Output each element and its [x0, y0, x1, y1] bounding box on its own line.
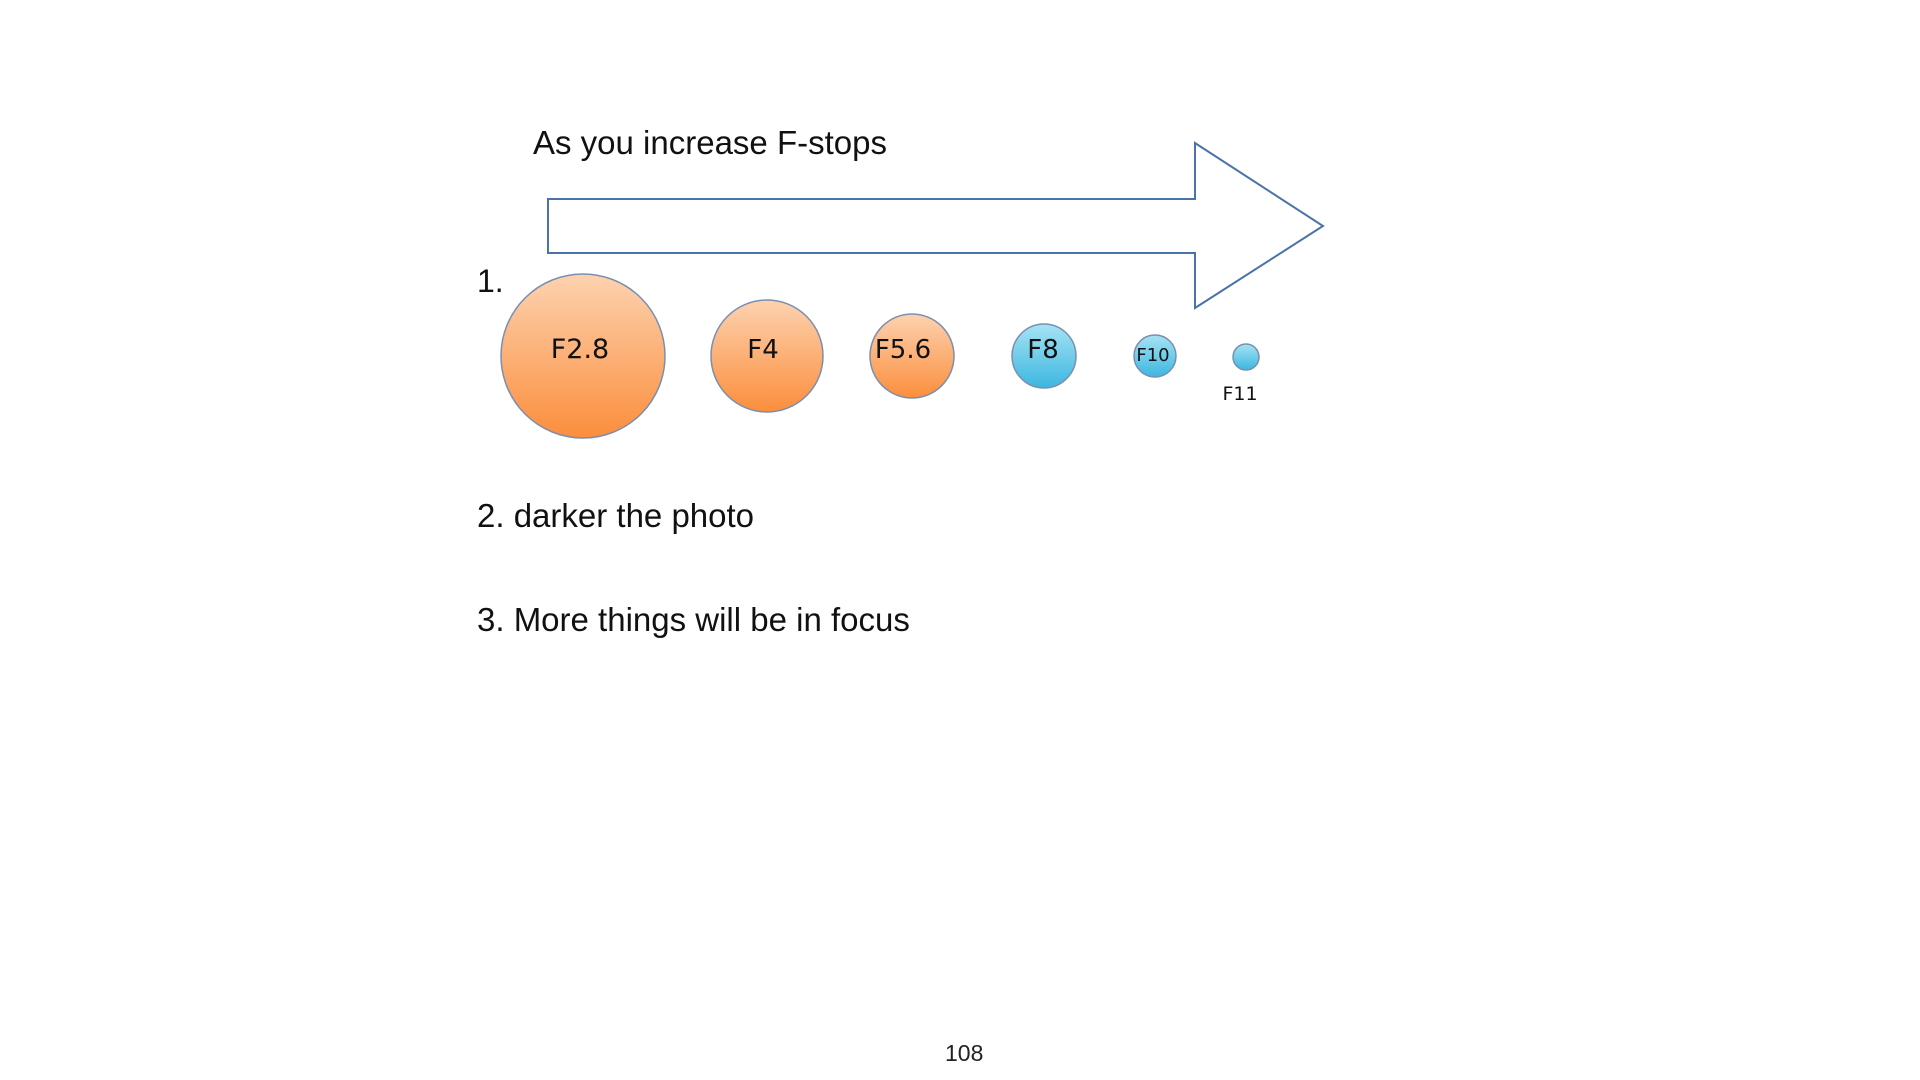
aperture-label: F10 — [1136, 345, 1169, 366]
list-item-2: 2. darker the photo — [477, 497, 755, 534]
aperture-circle-f11: F11 — [1222, 343, 1260, 405]
aperture-circle-f4: F4 — [710, 299, 824, 413]
aperture-circle-f5-6: F5.6 — [869, 313, 955, 399]
list-item-number-1: 1. — [477, 263, 504, 299]
aperture-label: F5.6 — [875, 335, 931, 365]
aperture-circle-f10: F10 — [1133, 334, 1177, 378]
list-item-3: 3. More things will be in focus — [477, 601, 910, 638]
aperture-circle-f2-8: F2.8 — [500, 273, 666, 439]
page-number: 108 — [945, 1040, 984, 1066]
aperture-circle-f8: F8 — [1011, 323, 1077, 389]
aperture-label: F11 — [1222, 383, 1257, 405]
aperture-label: F8 — [1027, 335, 1059, 365]
increase-arrow — [547, 141, 1325, 310]
slide-heading: As you increase F-stops — [533, 124, 887, 161]
aperture-label: F2.8 — [551, 334, 609, 365]
aperture-label: F4 — [747, 335, 779, 365]
